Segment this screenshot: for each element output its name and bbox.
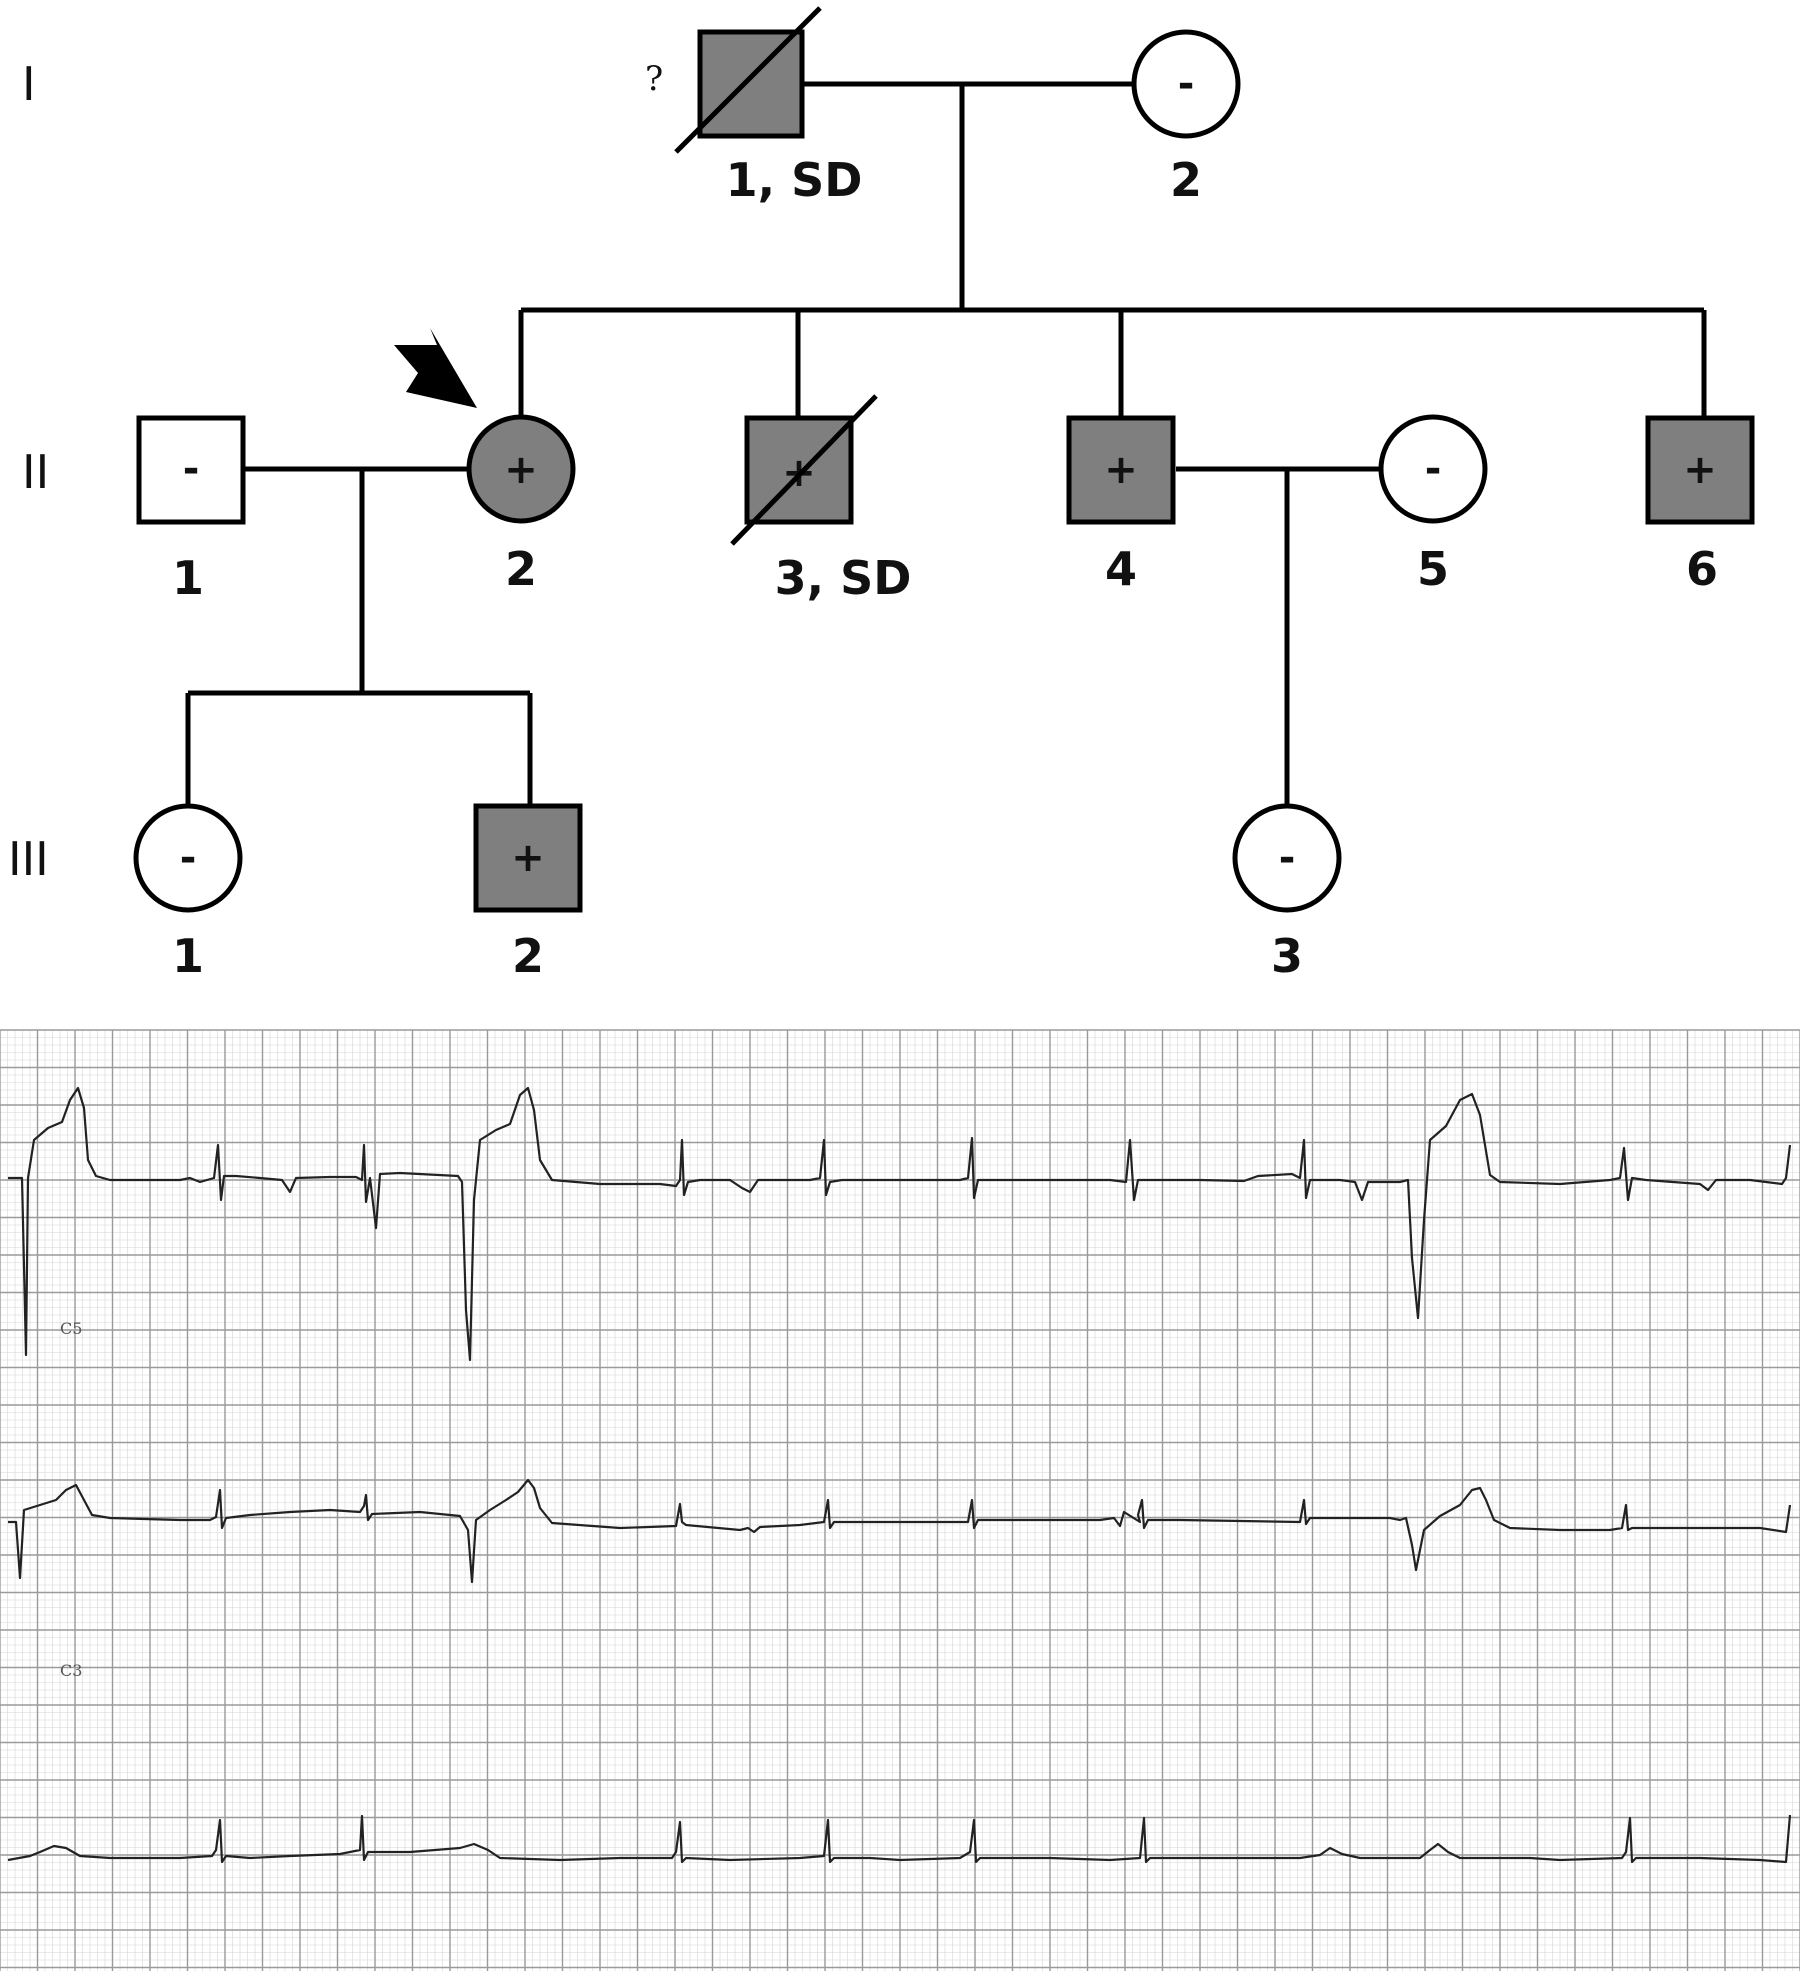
individual-II4: + 4: [1066, 415, 1176, 596]
carrier-status: +: [504, 447, 538, 493]
pedigree-chart: I II III ? 1, SD: [8, 6, 1755, 983]
individual-label: 3, SD: [775, 551, 912, 605]
carrier-status: -: [1279, 835, 1296, 881]
ecg-strip: C5 C3: [0, 1029, 1800, 1971]
individual-II2: + 2: [394, 328, 576, 596]
individual-III1: - 1: [133, 803, 243, 983]
male-symbol-affected: [697, 29, 805, 139]
female-symbol-affected: [466, 414, 576, 524]
male-symbol-affected: [744, 415, 854, 525]
pedigree-lines: [185, 81, 1707, 805]
unknown-status-mark: ?: [645, 59, 663, 99]
male-symbol-unaffected: [136, 415, 246, 525]
individual-label: 5: [1417, 542, 1449, 596]
individual-label: 2: [1170, 153, 1202, 207]
individual-label: 3: [1271, 929, 1303, 983]
proband-arrow-icon: [394, 328, 477, 408]
lead-label-c5: C5: [60, 1319, 82, 1338]
carrier-status: +: [1104, 447, 1138, 493]
individual-III3: - 3: [1232, 803, 1342, 983]
carrier-status: +: [1683, 447, 1717, 493]
female-symbol-unaffected: [1378, 414, 1488, 524]
individual-II3: + 3, SD: [730, 394, 912, 605]
deceased-slash: [674, 6, 822, 154]
carrier-status: -: [1178, 61, 1195, 107]
individual-II6: + 6: [1645, 415, 1755, 596]
individual-III2: + 2: [473, 803, 583, 983]
generation-label-I: I: [22, 57, 36, 111]
carrier-status: -: [1425, 446, 1442, 492]
generation-label-II: II: [22, 445, 49, 499]
ecg-trace-row-2: [8, 1478, 1792, 1584]
individual-label: 4: [1105, 542, 1137, 596]
carrier-status: +: [511, 835, 545, 881]
female-symbol-unaffected: [1232, 803, 1342, 913]
generation-label-III: III: [8, 832, 49, 886]
individual-II1: - 1: [136, 415, 246, 605]
carrier-status: -: [183, 446, 200, 492]
individual-label: 2: [505, 542, 537, 596]
male-symbol-affected: [1066, 415, 1176, 525]
male-symbol-affected: [473, 803, 583, 913]
carrier-status: -: [180, 835, 197, 881]
female-symbol-unaffected: [1131, 29, 1241, 139]
individual-label: 1: [172, 929, 204, 983]
deceased-slash: [730, 394, 878, 546]
ecg-trace-row-3: [7, 1814, 1792, 1864]
individual-label: 2: [512, 929, 544, 983]
female-symbol-unaffected: [133, 803, 243, 913]
individual-I2: - 2: [1131, 29, 1241, 207]
individual-label: 1: [172, 551, 204, 605]
individual-label: 1, SD: [726, 153, 863, 207]
individual-I1: ? 1, SD: [645, 6, 863, 207]
ecg-trace-row-1: [8, 1086, 1792, 1362]
male-symbol-affected: [1645, 415, 1755, 525]
individual-label: 6: [1686, 542, 1718, 596]
individual-II5: - 5: [1378, 414, 1488, 596]
lead-label-c3: C3: [60, 1661, 82, 1680]
ecg-grid: [0, 1029, 1800, 1971]
